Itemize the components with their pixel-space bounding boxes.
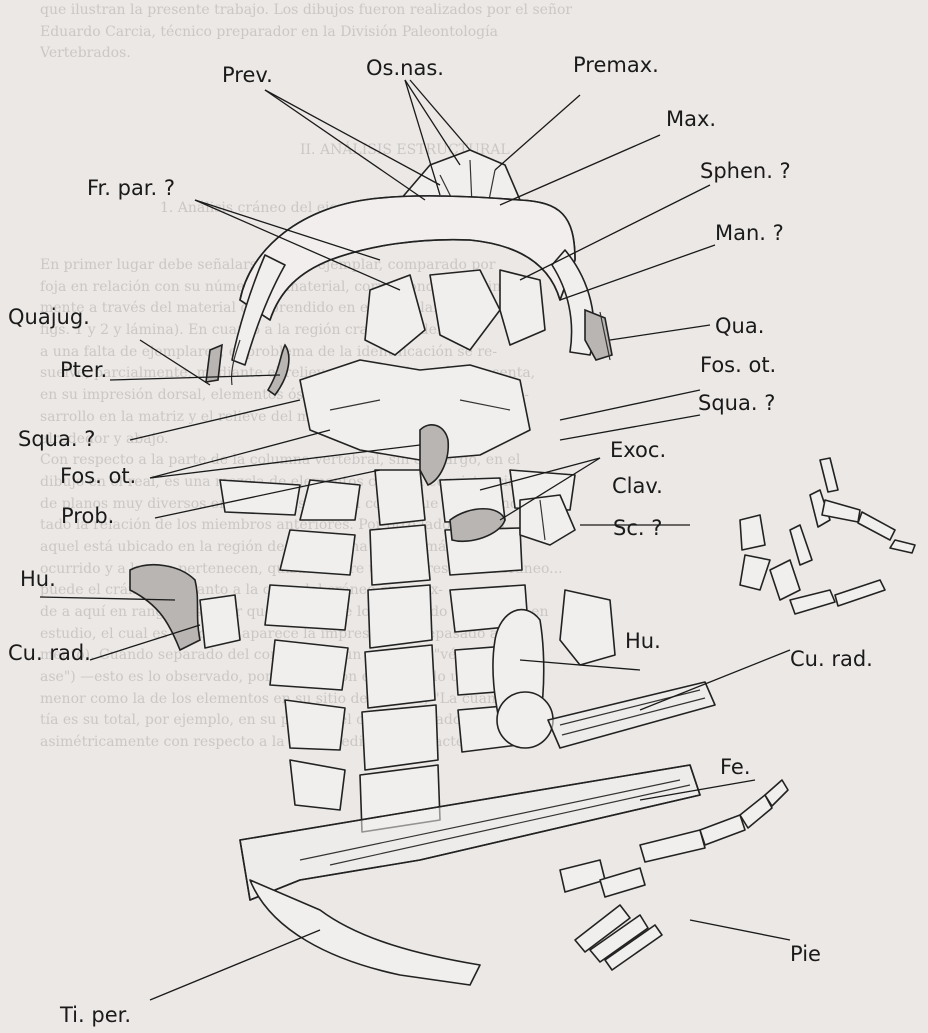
label-fos-ot-left: Fos. ot. [60,464,136,488]
label-prev: Prev. [222,63,273,87]
label-pie: Pie [790,942,821,966]
label-sc: Sc. ? [613,516,662,540]
label-squa-right: Squa. ? [698,391,775,415]
label-ti-per: Ti. per. [59,1003,131,1027]
label-fe: Fe. [720,755,751,779]
label-max: Max. [666,107,716,131]
label-cu-rad-right: Cu. rad. [790,647,873,671]
label-quajug: Quajug. [8,305,90,329]
label-hu-left: Hu. [20,567,56,591]
right-hand [740,458,915,614]
label-fos-ot-right: Fos. ot. [700,353,776,377]
label-os-nas: Os.nas. [366,56,444,80]
label-hu-right: Hu. [625,629,661,653]
skull [206,150,612,485]
label-fr-par: Fr. par. ? [87,176,175,200]
left-humerus [130,565,240,650]
label-squa-left: Squa. ? [18,427,95,451]
label-prob: Prob. [61,504,114,528]
right-forelimb [493,590,715,748]
label-man: Man. ? [715,221,784,245]
label-cu-rad-left: Cu. rad. [8,641,91,665]
label-exoc: Exoc. [610,438,666,462]
label-premax: Premax. [573,53,659,77]
label-pter: Pter. [60,358,107,382]
label-qua: Qua. [715,314,764,338]
label-clav: Clav. [612,474,663,498]
label-sphen: Sphen. ? [700,159,791,183]
